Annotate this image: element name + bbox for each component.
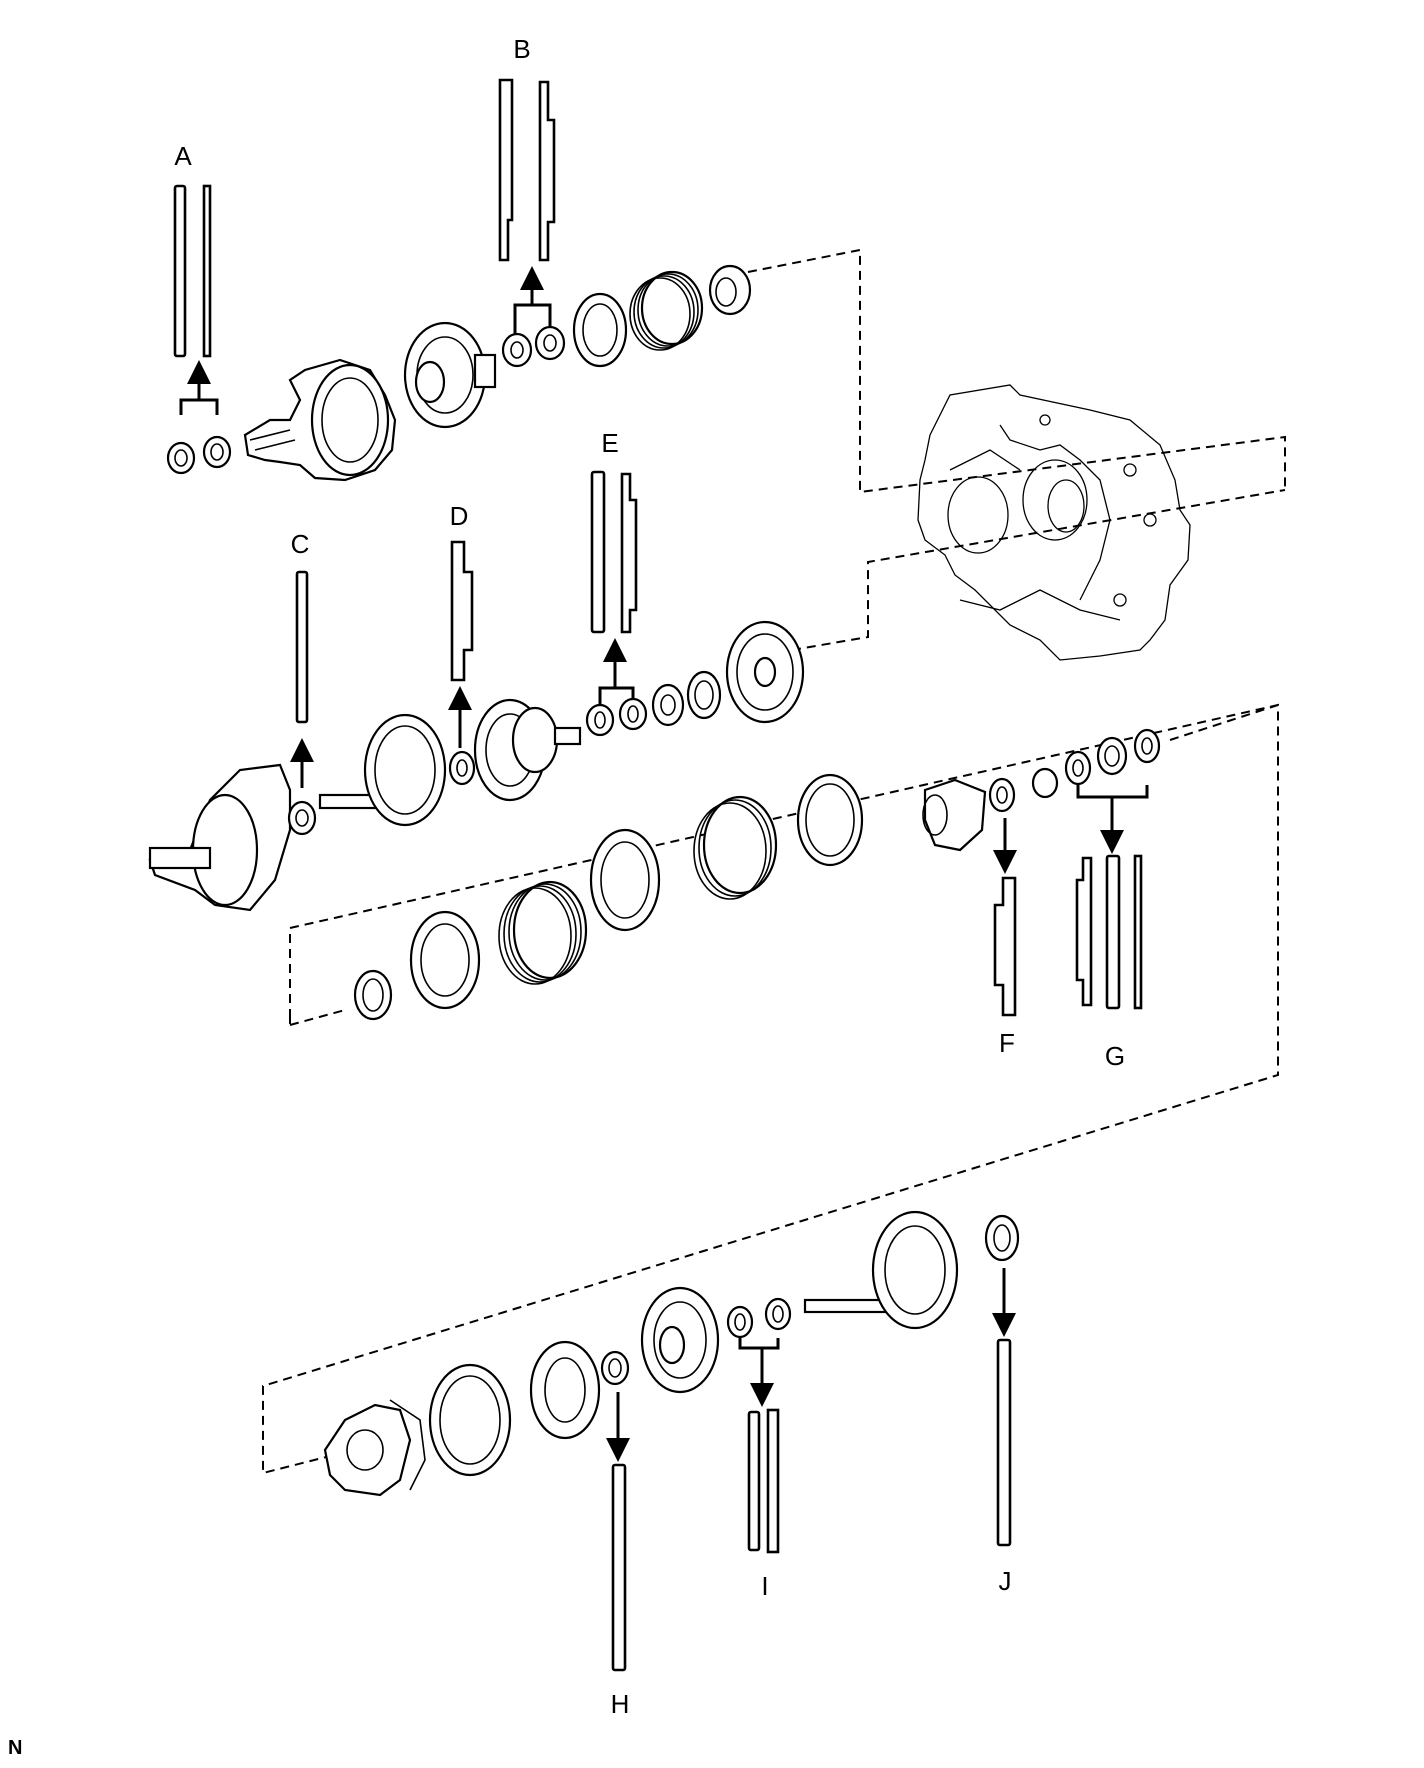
shim-group-f (988, 767, 1059, 1017)
callout-h: H (611, 1689, 630, 1719)
input-shaft-gear (318, 713, 447, 827)
top-sun-gear (403, 321, 497, 429)
shim-group-c (287, 570, 317, 836)
bottom-drum-parts (323, 1340, 601, 1497)
top-clutch-parts (572, 264, 752, 368)
shim-group-d (448, 540, 476, 786)
callout-d: D (450, 501, 469, 531)
shim-group-b (498, 78, 566, 368)
shim-group-g (1064, 728, 1161, 1010)
callout-c: C (291, 529, 310, 559)
shim-group-a (166, 184, 232, 475)
callout-b: B (513, 34, 530, 64)
callout-f: F (999, 1028, 1015, 1058)
callout-e: E (601, 428, 618, 458)
callout-j: J (999, 1566, 1012, 1596)
planetary-carrier-top (243, 358, 397, 482)
bottom-planetary-gear (640, 1286, 720, 1394)
transmission-case (917, 384, 1191, 661)
middle-small-gears (651, 620, 805, 727)
shim-group-i (726, 1297, 792, 1554)
bottom-shaft-gear (803, 1210, 959, 1330)
callout-a: A (174, 141, 192, 171)
clutch-pack-row (353, 773, 987, 1021)
dashed-guide-lines (262, 248, 1286, 1475)
output-flange (148, 763, 292, 912)
shim-group-h (600, 1350, 630, 1672)
shim-group-e (585, 470, 648, 737)
shim-group-j (984, 1214, 1020, 1547)
callout-i: I (761, 1571, 768, 1601)
corner-mark: N (8, 1737, 22, 1759)
callout-g: G (1105, 1041, 1125, 1071)
middle-planetary-gear (473, 698, 582, 802)
